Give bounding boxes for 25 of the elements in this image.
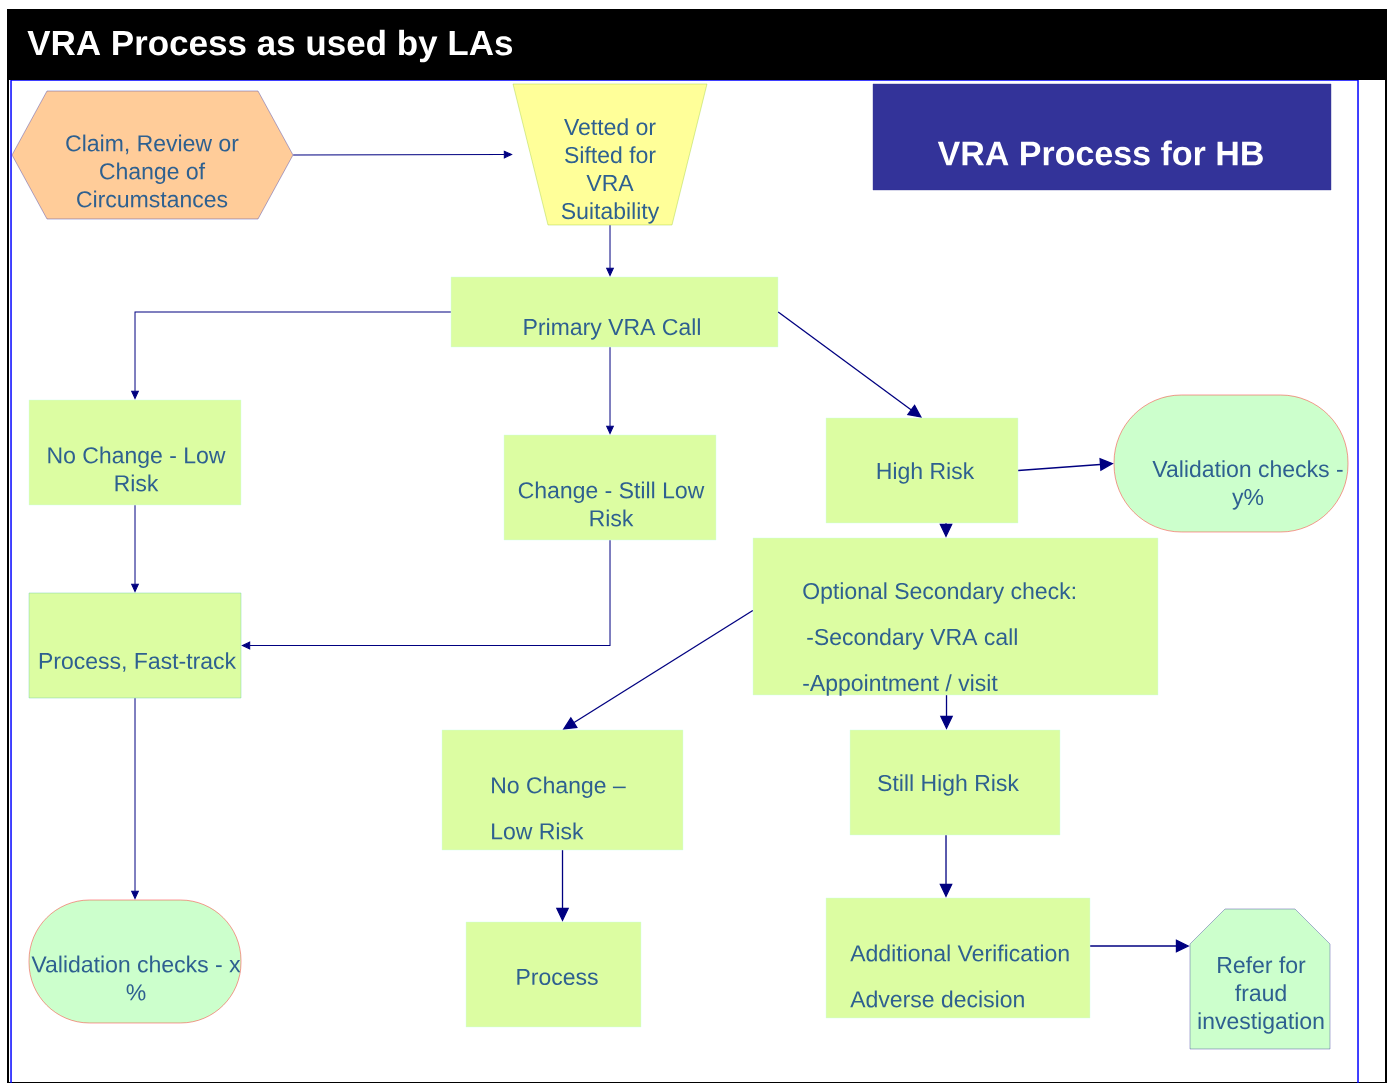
arrow bbox=[606, 346, 614, 435]
arrow bbox=[131, 504, 139, 593]
arrow bbox=[131, 311, 452, 400]
process-box: Change - Still Low Risk bbox=[503, 434, 717, 541]
referral-box: Refer for fraud investigation bbox=[1189, 908, 1331, 1050]
process-box: VRA Process for HB bbox=[872, 83, 1332, 191]
arrow bbox=[606, 224, 614, 277]
terminal-box: Validation checks - y% bbox=[1113, 394, 1349, 533]
arrow bbox=[131, 697, 139, 900]
process-box: No Change – Low Risk bbox=[441, 729, 684, 851]
arrow bbox=[777, 311, 922, 418]
process-box: Process bbox=[465, 921, 642, 1028]
process-box: High Risk bbox=[825, 417, 1019, 524]
process-box: Additional Verification Adverse decision bbox=[825, 897, 1091, 1019]
decision-trapezoid: Vetted or Sifted for VRA Suitability bbox=[512, 83, 708, 226]
arrow bbox=[241, 539, 611, 650]
title-bar: VRA Process as used by LAs bbox=[8, 10, 1386, 80]
process-box: No Change - Low Risk bbox=[28, 399, 242, 506]
arrow bbox=[292, 150, 513, 159]
process-box: Process, Fast-track bbox=[28, 592, 242, 699]
terminal-box: Validation checks - x % bbox=[28, 899, 242, 1024]
process-box: Optional Secondary check: -Secondary VRA call -Appointment / visit bbox=[752, 537, 1159, 696]
process-box: Primary VRA Call bbox=[450, 276, 779, 348]
process-box: Still High Risk bbox=[849, 729, 1061, 836]
start-hexagon: Claim, Review or Change of Circumstances bbox=[11, 90, 294, 220]
